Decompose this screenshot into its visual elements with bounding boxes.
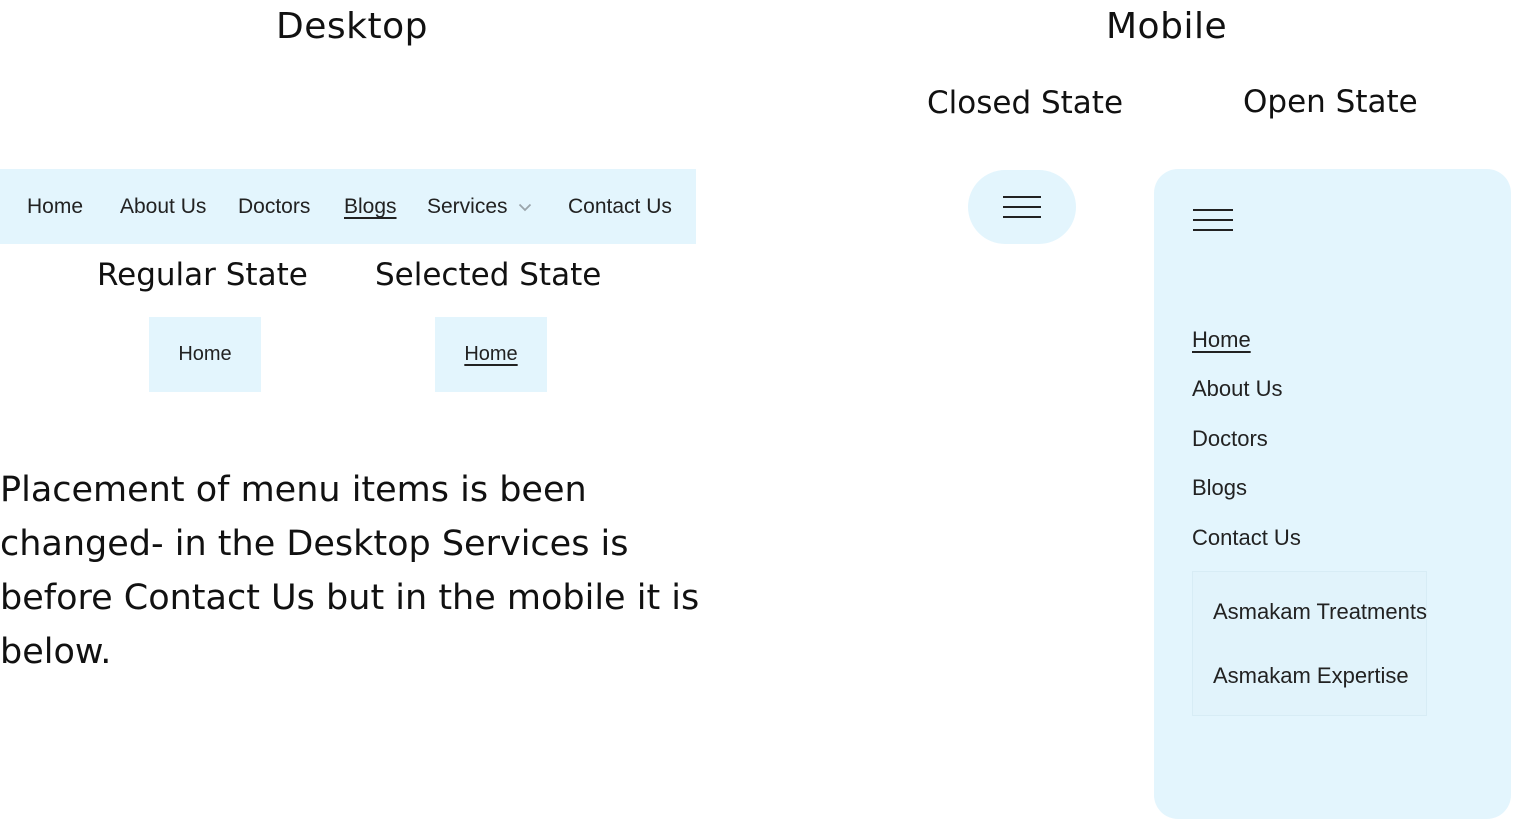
- selected-state-label: Selected State: [375, 257, 602, 293]
- open-state-label: Open State: [1243, 84, 1418, 120]
- hamburger-menu-icon[interactable]: [1003, 196, 1041, 218]
- submenu-item-asmakam-treatments[interactable]: Asmakam Treatments: [1213, 599, 1427, 624]
- mobile-item-contact-us[interactable]: Contact Us: [1192, 525, 1301, 550]
- mobile-item-doctors[interactable]: Doctors: [1192, 426, 1268, 451]
- nav-item-services[interactable]: Services: [427, 169, 532, 244]
- placement-note: Placement of menu items is been changed-…: [0, 470, 700, 672]
- nav-item-services-label: Services: [427, 195, 508, 218]
- nav-item-home[interactable]: Home: [27, 195, 84, 218]
- mobile-item-blogs[interactable]: Blogs: [1192, 475, 1248, 500]
- mobile-menu-closed[interactable]: [968, 170, 1076, 244]
- desktop-section-title: Desktop: [276, 6, 428, 47]
- nav-item-blogs[interactable]: Blogs: [344, 195, 397, 218]
- chevron-down-icon[interactable]: [518, 168, 532, 243]
- nav-item-contact-us[interactable]: Contact Us: [568, 195, 672, 218]
- selected-state-example[interactable]: Home: [435, 317, 547, 392]
- mobile-menu-open: Home About Us Doctors Blogs Contact Us A…: [1154, 169, 1511, 819]
- regular-state-home-label: Home: [178, 343, 232, 365]
- hamburger-menu-icon[interactable]: [1193, 209, 1233, 231]
- regular-state-example[interactable]: Home: [149, 317, 261, 392]
- closed-state-label: Closed State: [927, 85, 1124, 121]
- mobile-item-about-us[interactable]: About Us: [1192, 376, 1283, 401]
- mobile-item-home[interactable]: Home: [1192, 327, 1251, 352]
- mobile-services-submenu: Asmakam Treatments Asmakam Expertise: [1192, 571, 1427, 716]
- mobile-section-title: Mobile: [1106, 6, 1228, 47]
- regular-state-label: Regular State: [97, 257, 308, 293]
- desktop-nav-bar: Home About Us Doctors Blogs Services Con…: [0, 169, 696, 244]
- nav-item-doctors[interactable]: Doctors: [238, 195, 311, 218]
- nav-item-about-us[interactable]: About Us: [120, 195, 207, 218]
- selected-state-home-label: Home: [464, 343, 518, 365]
- submenu-item-asmakam-expertise[interactable]: Asmakam Expertise: [1213, 663, 1409, 688]
